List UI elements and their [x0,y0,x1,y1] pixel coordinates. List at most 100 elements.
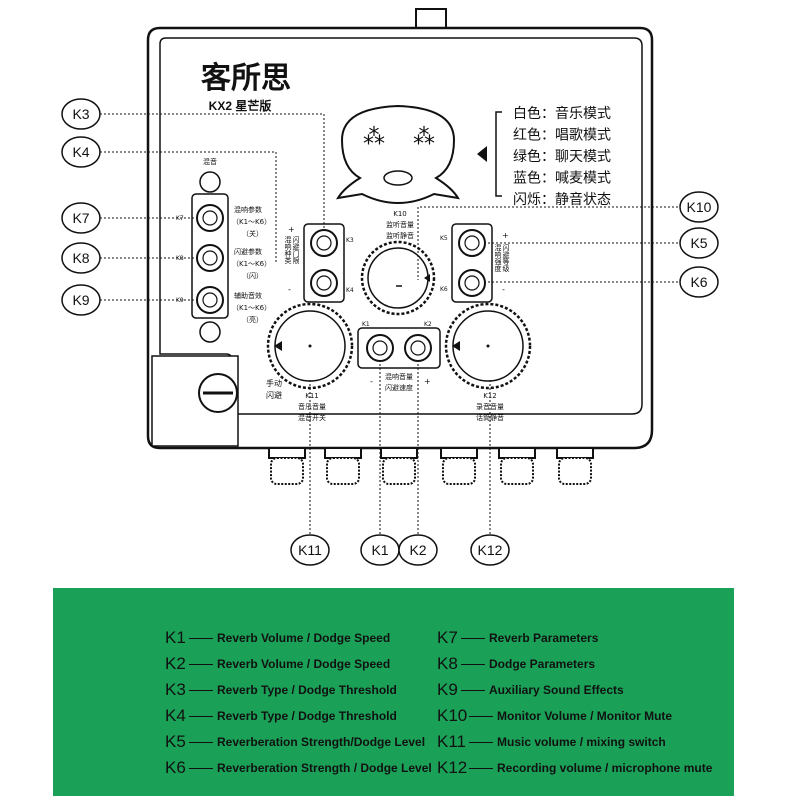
legend-code: K8 [437,654,458,673]
svg-text:混响参数: 混响参数 [234,205,262,214]
k9-text: 辅助音效 （K1～K6） （亮） [232,291,271,324]
k4-small-label: K4 [346,287,354,294]
legend-text: Dodge Parameters [489,657,596,671]
plus-k2: + [424,377,431,386]
k5-button[interactable] [458,229,486,257]
k12-knob[interactable] [444,302,532,390]
legend-text: Reverb Type / Dodge Threshold [217,683,397,697]
legend-text: Monitor Volume / Monitor Mute [497,709,673,723]
k3-small-label: K3 [346,237,354,244]
callout-k7: K7 [61,202,101,234]
svg-text:录音音量: 录音音量 [476,402,504,411]
legend-code: K9 [437,680,458,699]
legend-code: K12 [437,758,468,777]
svg-text:K11: K11 [305,392,319,400]
k7-button[interactable] [196,204,224,232]
legend-code: K1 [165,628,186,647]
legend-text: Recording volume / microphone mute [497,761,713,775]
svg-text:监听音量: 监听音量 [386,220,414,229]
legend-dash [461,637,485,639]
switch-label-1: 手动 [266,378,282,388]
legend-item-k2: K2 Reverb Volume / Dodge Speed [165,654,390,674]
k11-knob[interactable] [266,302,354,390]
legend-text: Reverb Volume / Dodge Speed [217,657,391,671]
jack-6 [556,447,594,485]
minus-k5: - [502,285,505,294]
k8-text: 闪避参数 （K1～K6） （闪） [232,247,271,280]
jack-2 [324,447,362,485]
legend-dash [469,767,493,769]
k8-button[interactable] [196,244,224,272]
legend-code: K11 [437,732,466,751]
mascot-face-icon [336,104,460,204]
legend-item-k12: K12 Recording volume / microphone mute [437,758,712,778]
mascot-mouth [383,170,413,186]
k1-small-label: K1 [362,321,370,328]
svg-text:（K1～K6）: （K1～K6） [232,218,271,226]
legend-dash [189,767,213,769]
k3-button[interactable] [310,229,338,257]
legend-text: Reverberation Strength/Dodge Level [217,735,426,749]
legend-code: K2 [165,654,186,673]
k7-small-label: K7 [176,215,184,222]
leader-lines [100,113,678,535]
k1-k2-label: 混响音量 闪避速度 [385,372,413,392]
k3-side-label-1: 混响种类 [284,235,292,265]
callout-k12: K12 [470,534,510,566]
legend-dash [189,663,213,665]
legend-text: Music volume / mixing switch [497,735,666,749]
k2-button[interactable] [404,334,432,362]
legend-code: K4 [165,706,186,725]
k5-small-label: K5 [440,235,448,242]
legend-code: K10 [437,706,468,725]
callout-label: K1 [371,542,388,558]
svg-text:（关）: （关） [242,229,263,238]
svg-text:混音开关: 混音开关 [298,413,326,422]
callout-k2: K2 [398,534,438,566]
k10-knob[interactable] [360,240,436,316]
legend-dash [461,689,485,691]
callout-label: K6 [690,274,707,290]
model-name: KX2 星芒版 [209,98,272,113]
k2-small-label: K2 [424,321,432,328]
minus-k1: - [370,377,373,386]
svg-text:闪避速度: 闪避速度 [385,383,413,392]
legend-text: Reverb Parameters [489,631,599,645]
callout-label: K8 [72,250,89,266]
k11-label: K11 音乐音量 混音开关 [298,392,326,422]
svg-text:混响音量: 混响音量 [385,372,413,381]
mode-bracket [495,111,502,197]
callout-label: K5 [690,235,707,251]
k1-button[interactable] [366,334,394,362]
callout-k3: K3 [61,98,101,130]
jack-5 [498,447,536,485]
svg-text:（亮）: （亮） [242,315,263,324]
mascot-eye-left: ⁂ [363,125,385,150]
legend-text: Reverberation Strength / Dodge Level [217,761,432,775]
svg-text:（闪）: （闪） [242,271,263,280]
svg-text:K10: K10 [393,210,407,218]
k9-button[interactable] [196,286,224,314]
mode-item: 绿色：聊天模式 [513,148,611,165]
k6-button[interactable] [458,269,486,297]
k4-button[interactable] [310,269,338,297]
legend-code: K5 [165,732,186,751]
legend-item-k11: K11 Music volume / mixing switch [437,732,666,752]
callout-k5: K5 [679,227,719,259]
svg-text:闪避参数: 闪避参数 [234,247,262,256]
svg-text:辅助音效: 辅助音效 [234,291,262,300]
k9-small-label: K9 [176,297,184,304]
k10-label: K10 监听音量 监听静音 [386,210,414,240]
svg-text:监听静音: 监听静音 [386,231,414,240]
callout-label: K2 [409,542,426,558]
callout-label: K11 [298,542,322,558]
svg-text:（K1～K6）: （K1～K6） [232,260,271,268]
svg-text:（K1～K6）: （K1～K6） [232,304,271,312]
k8-small-label: K8 [176,255,184,262]
switch-label-2: 闪避 [266,390,282,400]
